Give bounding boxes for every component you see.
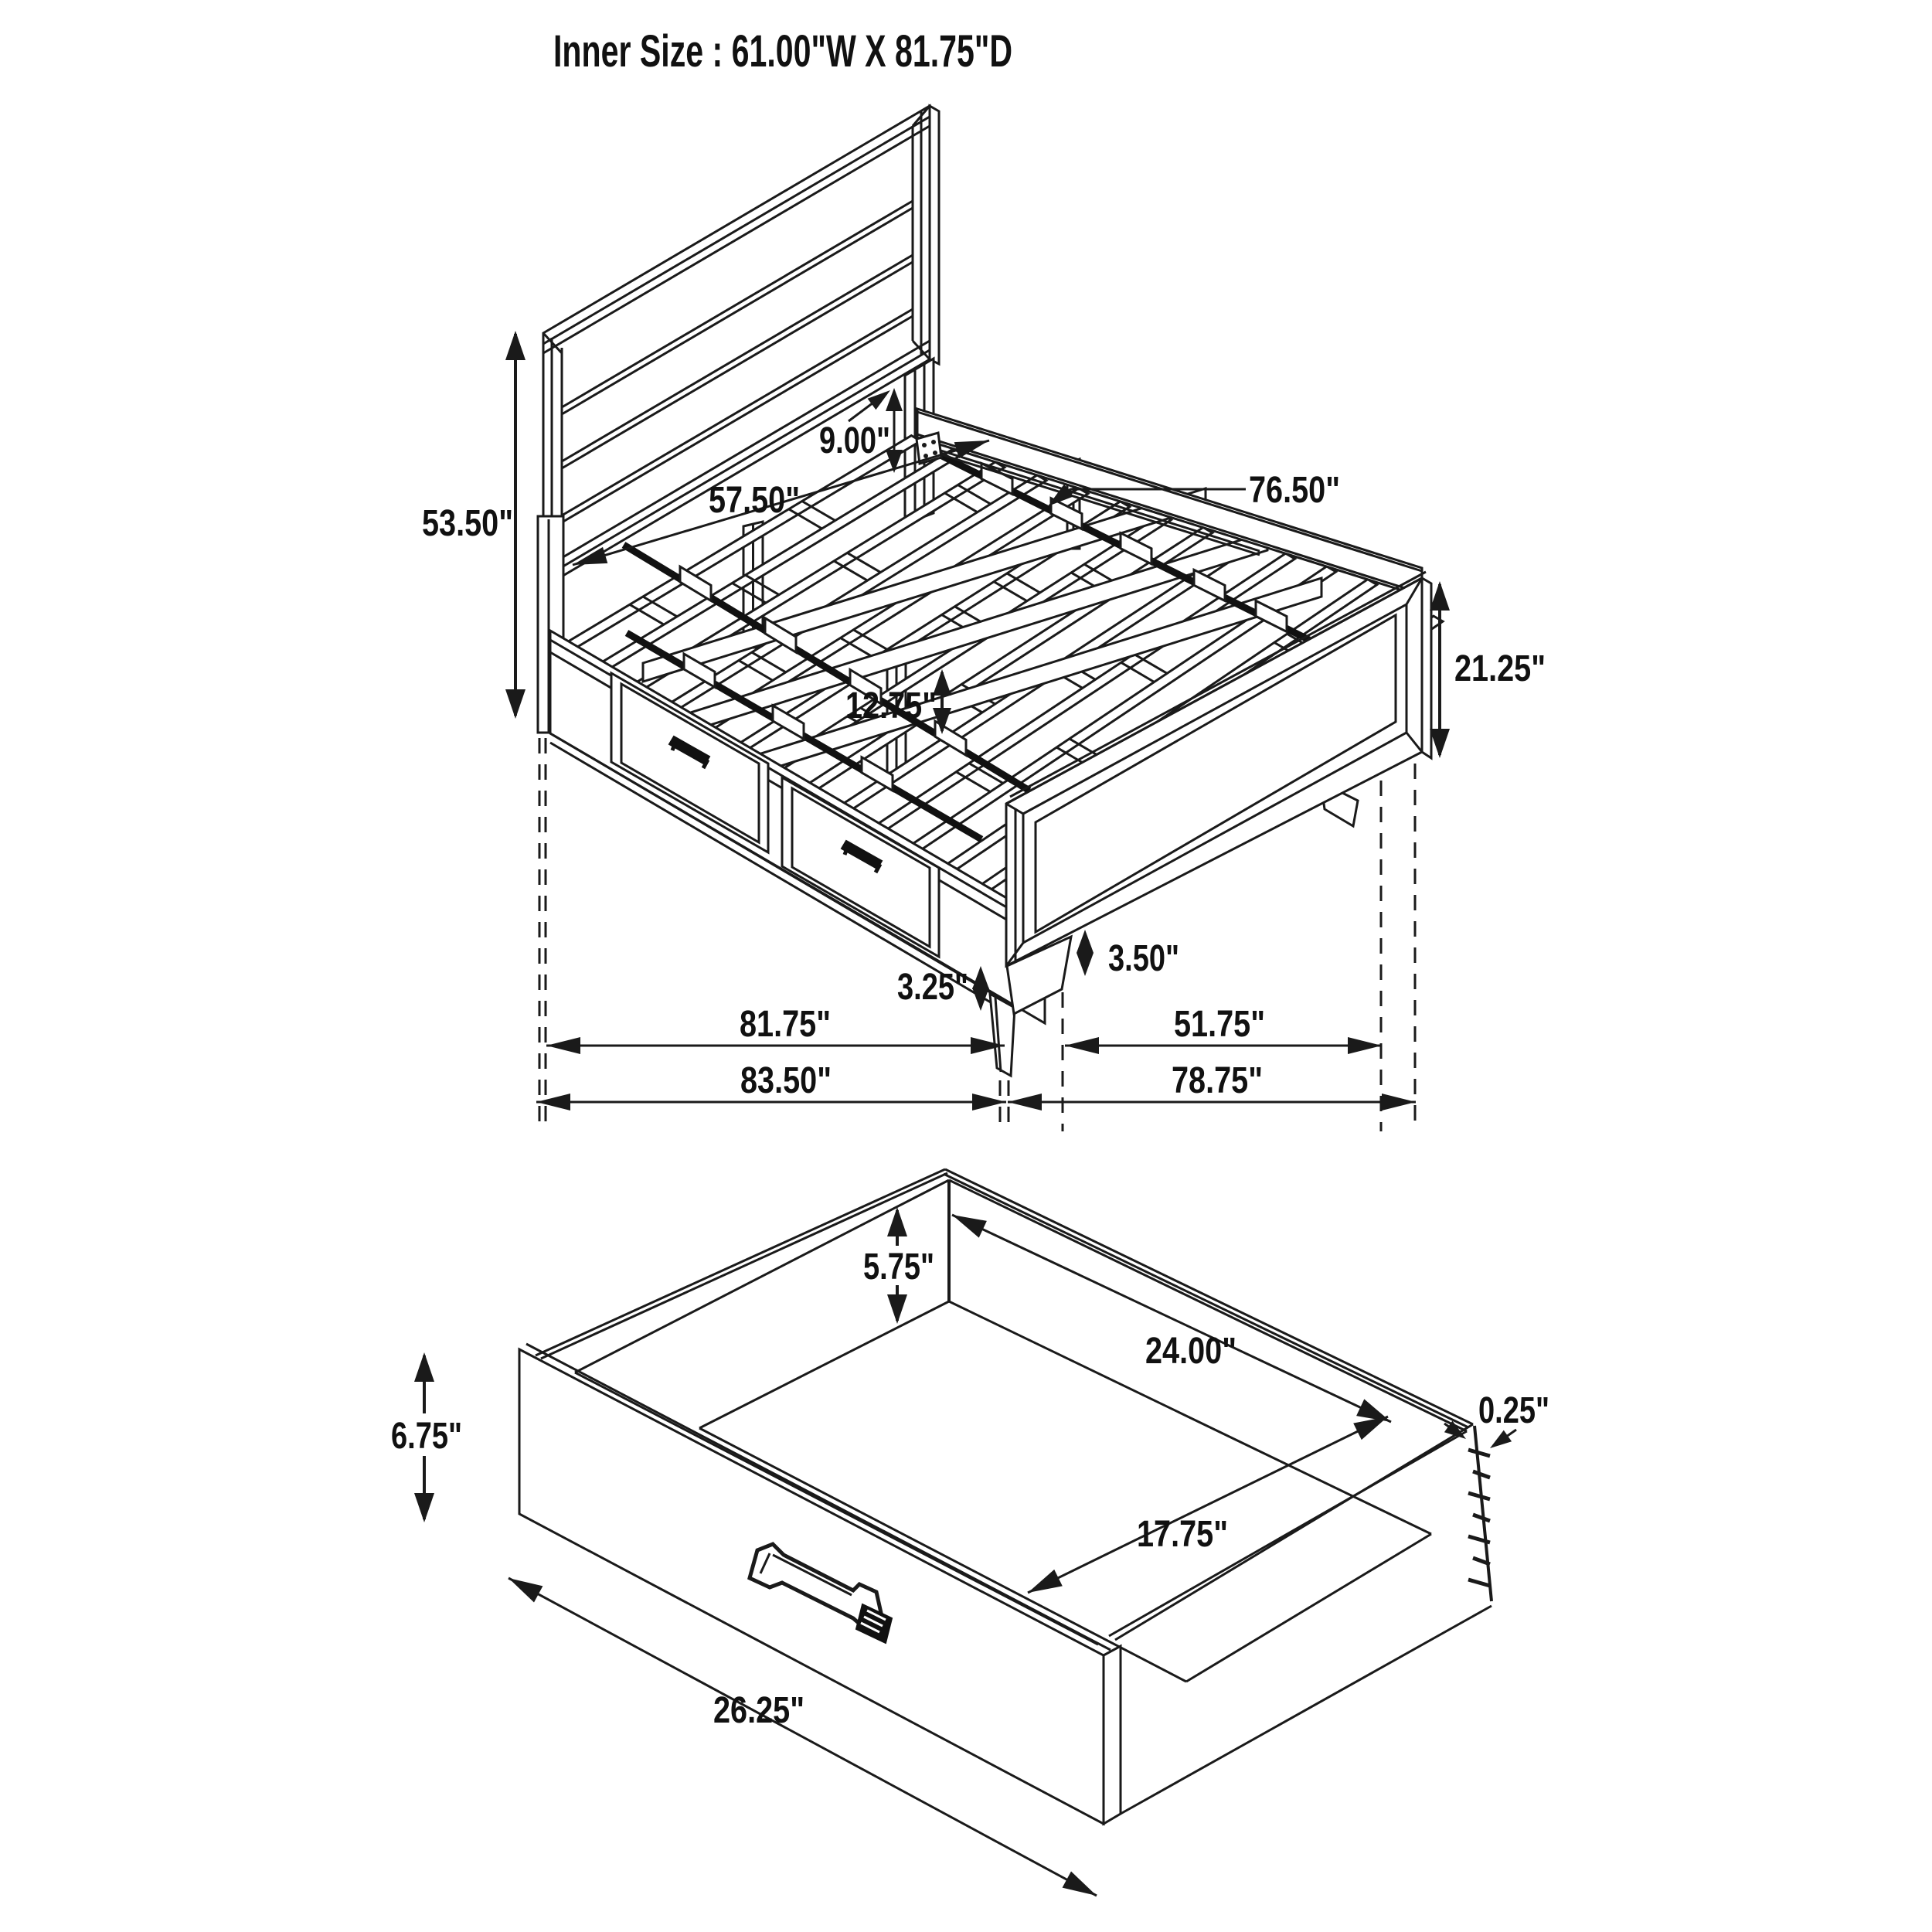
svg-text:78.75": 78.75" — [1172, 1060, 1263, 1101]
svg-text:0.25": 0.25" — [1478, 1390, 1549, 1431]
svg-text:76.50": 76.50" — [1249, 470, 1340, 511]
svg-text:83.50": 83.50" — [740, 1060, 832, 1101]
svg-text:24.00": 24.00" — [1145, 1331, 1236, 1372]
svg-text:53.50": 53.50" — [422, 503, 513, 544]
svg-text:3.50": 3.50" — [1108, 938, 1179, 979]
svg-text:3.25": 3.25" — [897, 967, 968, 1008]
svg-text:57.50": 57.50" — [709, 480, 800, 521]
svg-text:21.25": 21.25" — [1454, 648, 1546, 689]
svg-text:12.75": 12.75" — [845, 685, 937, 726]
svg-text:Inner Size : 61.00"W X 81.75"D: Inner Size : 61.00"W X 81.75"D — [553, 26, 1012, 77]
svg-text:17.75": 17.75" — [1137, 1514, 1228, 1555]
svg-text:51.75": 51.75" — [1174, 1004, 1265, 1045]
svg-text:6.75": 6.75" — [391, 1416, 462, 1457]
svg-text:81.75": 81.75" — [740, 1004, 831, 1045]
svg-text:26.25": 26.25" — [713, 1690, 804, 1731]
svg-text:9.00": 9.00" — [819, 420, 890, 461]
svg-text:5.75": 5.75" — [863, 1247, 934, 1287]
